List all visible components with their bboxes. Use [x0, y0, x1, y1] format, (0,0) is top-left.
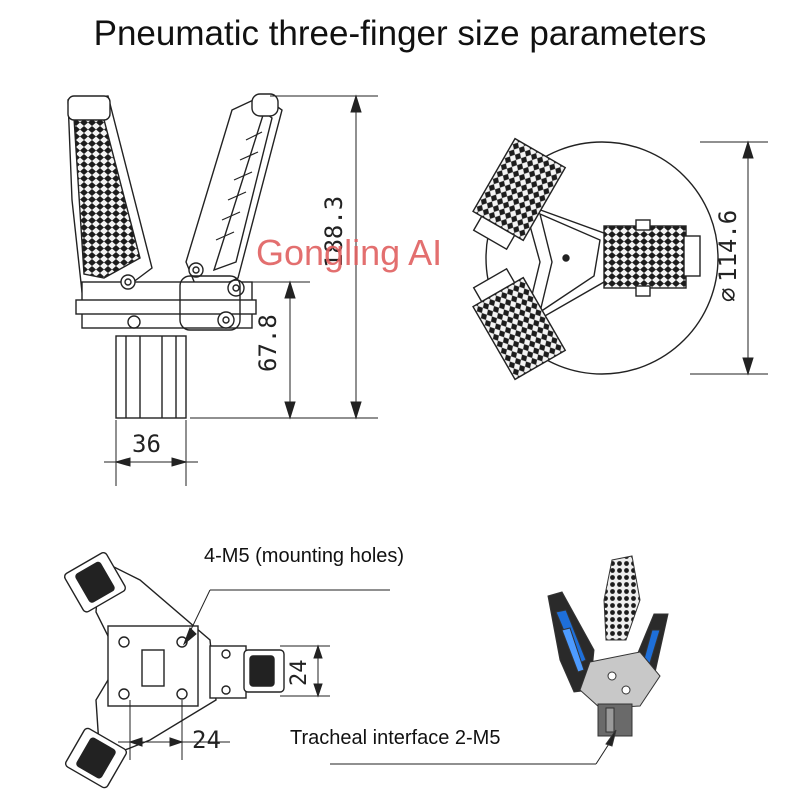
front-view [67, 93, 283, 419]
mounting-holes-callout: 4-M5 (mounting holes) [204, 545, 404, 567]
bottom-dimensions [118, 589, 390, 760]
dimension-body-width: 36 [132, 430, 161, 458]
dimension-interface-vertical: 24 [287, 660, 312, 687]
dimension-diameter: 114.6 [714, 210, 742, 282]
watermark: Gongling AI [256, 232, 443, 273]
top-dimensions [690, 140, 768, 376]
diameter-symbol: ⌀ [714, 288, 742, 302]
cylinder-body [115, 335, 187, 419]
top-view [472, 137, 719, 381]
dimension-interface-horizontal: 24 [192, 726, 221, 754]
dimension-overall-height: 188.3 [320, 196, 348, 268]
page-title: Pneumatic three-finger size parameters [93, 14, 707, 53]
front-dimensions [104, 94, 378, 486]
dimension-body-height: 67.8 [254, 314, 282, 372]
tracheal-interface-callout: Tracheal interface 2-M5 [290, 727, 500, 749]
bottom-view [63, 551, 285, 789]
gripper-render [330, 555, 669, 765]
